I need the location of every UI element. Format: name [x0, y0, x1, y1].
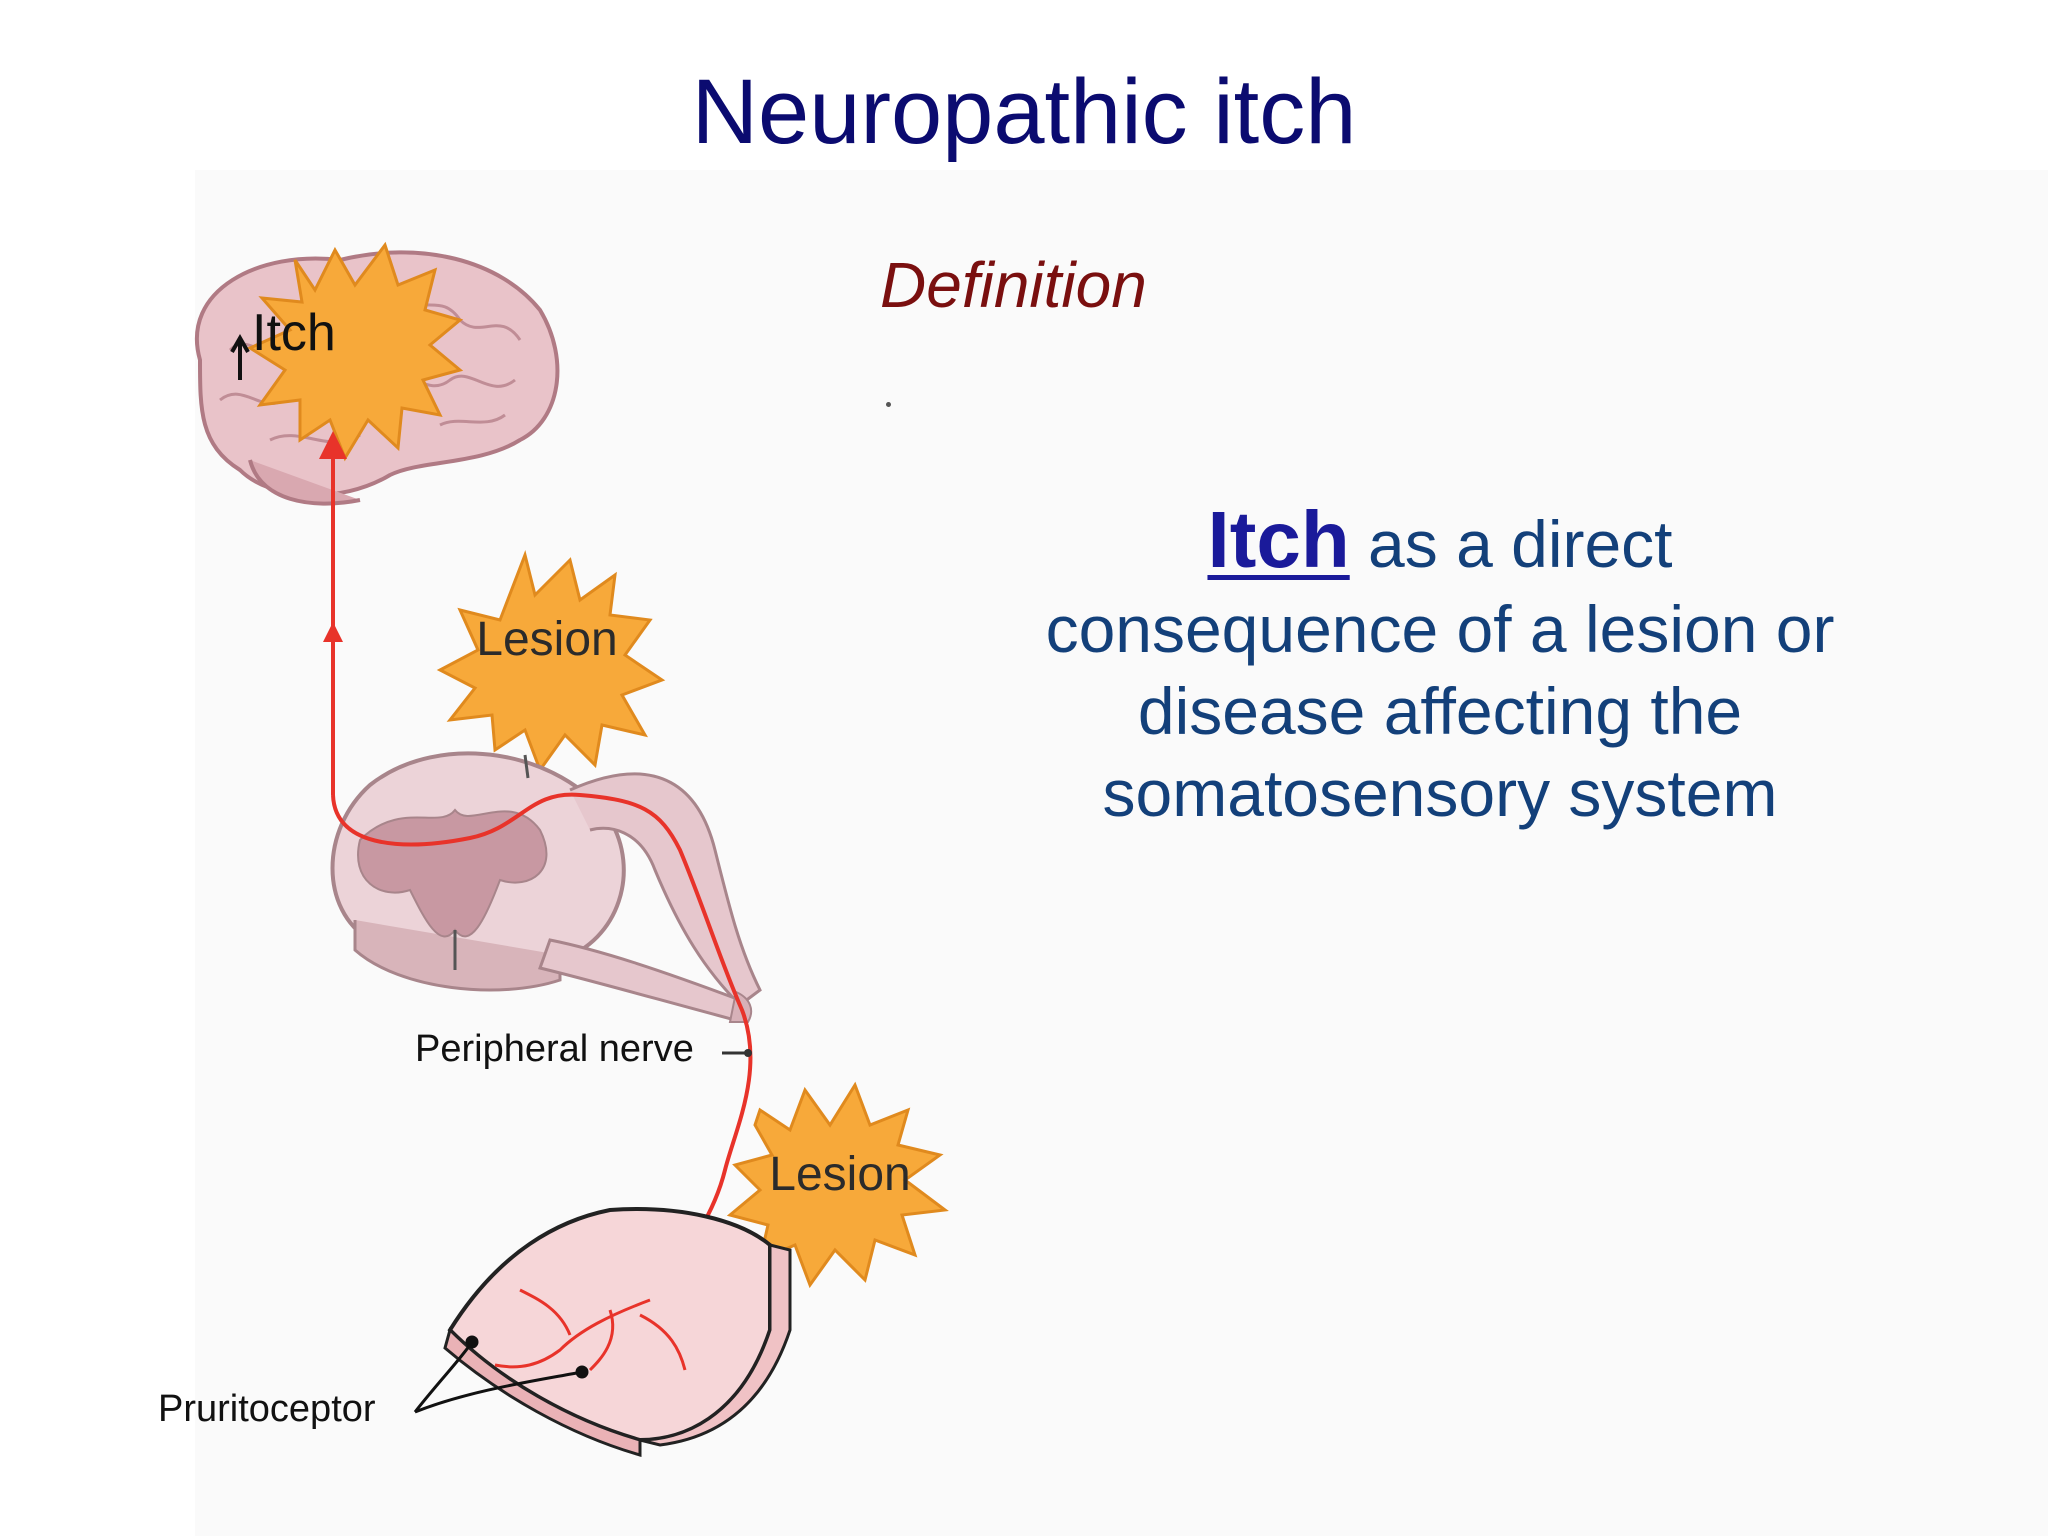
peripheral-nerve-label: Peripheral nerve	[415, 1028, 694, 1070]
pathway-arrowhead-icon	[323, 622, 343, 642]
lesion-burst-upper-icon	[436, 550, 666, 774]
itch-burst-label: Itch	[252, 304, 336, 362]
nerve-pathway	[331, 792, 753, 1302]
definition-text: Itch as a direct consequence of a lesion…	[1000, 490, 1880, 835]
spinal-cord	[330, 751, 762, 1023]
definition-line-1-rest: as a direct	[1349, 507, 1673, 581]
slide-title: Neuropathic itch	[691, 61, 1357, 163]
key-term-itch: Itch	[1207, 495, 1350, 584]
definition-line-1: Itch as a direct	[1000, 490, 1880, 589]
lesion-label-upper: Lesion	[476, 613, 617, 666]
pruritoceptor-label: Pruritoceptor	[158, 1388, 376, 1430]
peripheral-nerve-pointer-dot	[744, 1049, 752, 1057]
itch-pathway-diagram: Itch Lesion Lesion	[194, 241, 949, 1457]
definition-line-3: disease affecting the	[1137, 674, 1743, 749]
itch-up-arrow-icon	[230, 333, 250, 380]
slide-subtitle: Definition	[880, 249, 1147, 321]
lesion-label-lower: Lesion	[769, 1148, 910, 1201]
definition-line-4: somatosensory system	[1102, 755, 1778, 830]
stray-dot	[886, 402, 891, 407]
definition-line-2: consequence of a lesion or	[1045, 592, 1835, 667]
lesion-burst-lower-icon	[726, 1081, 949, 1289]
itch-burst-icon	[246, 241, 464, 462]
skin-block	[443, 1207, 792, 1457]
pruritoceptor-pointers	[413, 1335, 589, 1414]
